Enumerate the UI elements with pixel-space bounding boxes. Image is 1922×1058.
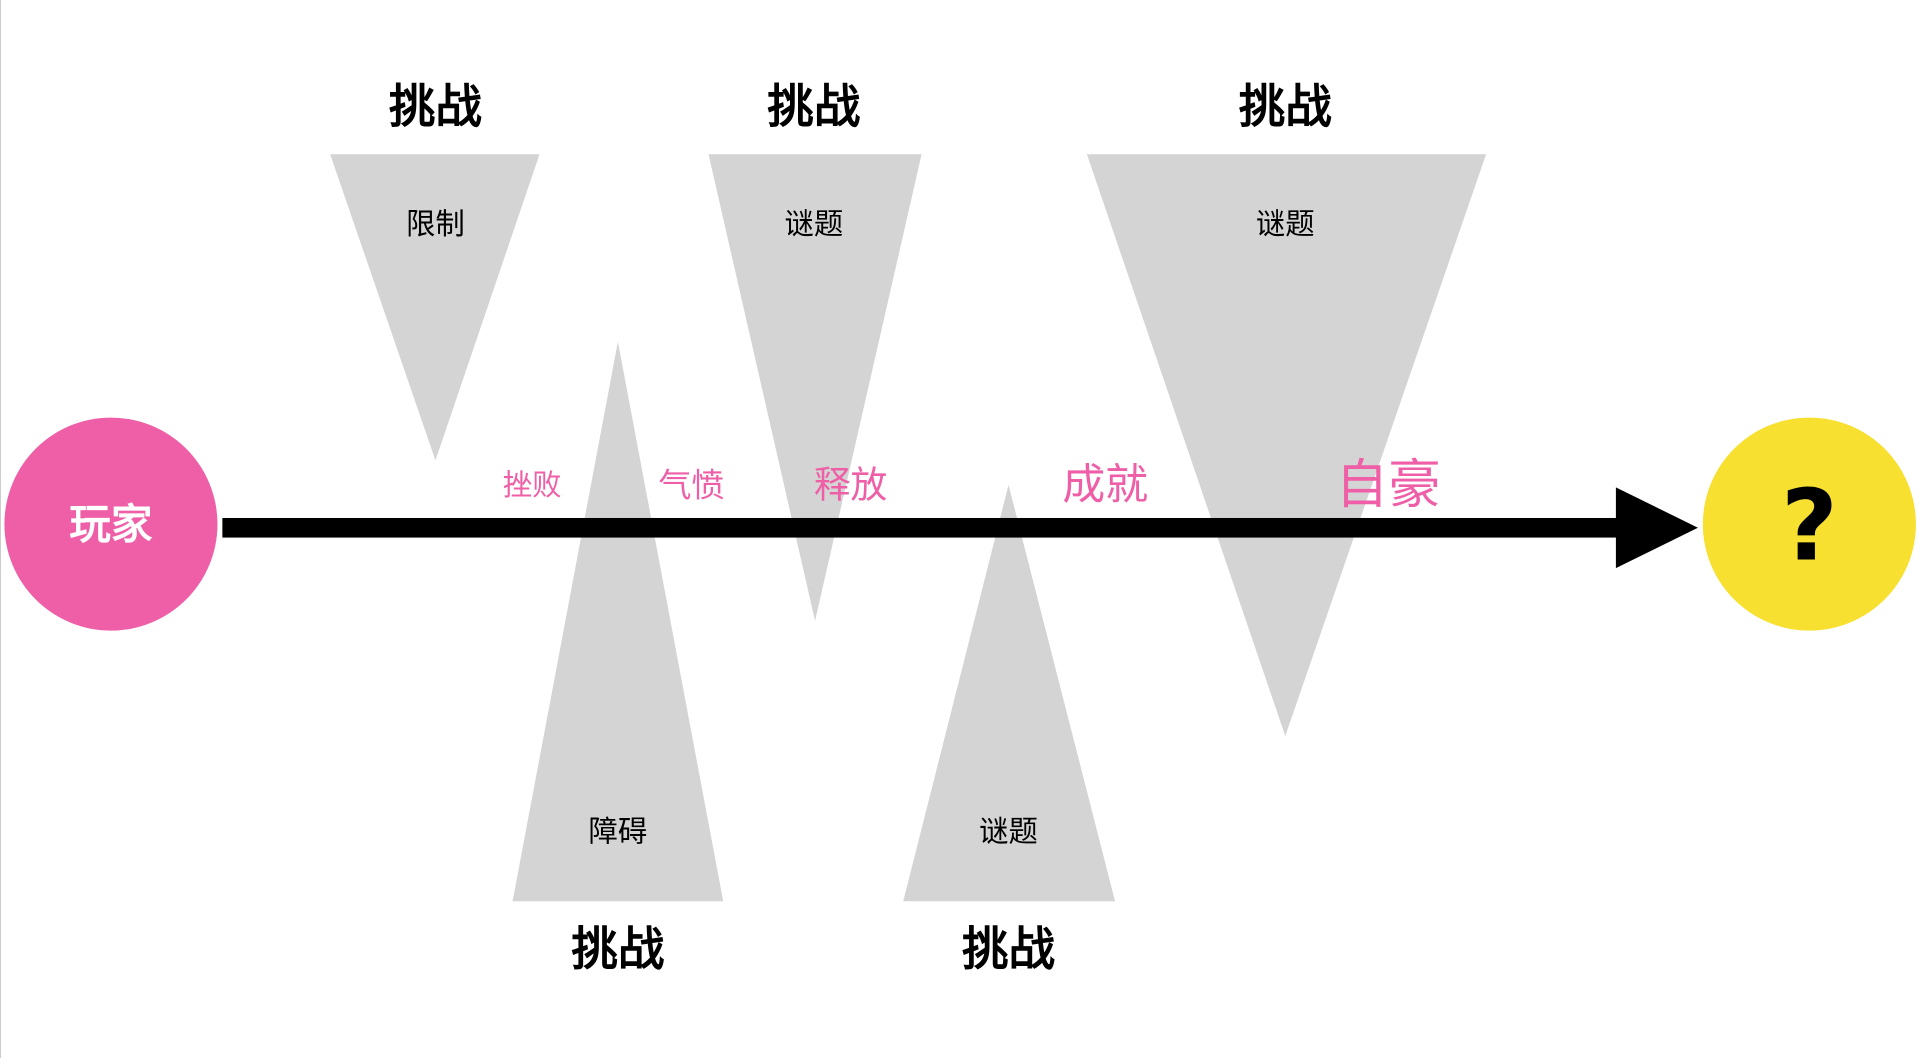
challenge-triangle-top-2	[708, 154, 922, 621]
challenge-type-top-1: 限制	[406, 207, 465, 241]
challenge-triangle-bottom-2	[903, 484, 1116, 902]
challenge-triangle-top-3	[1086, 154, 1487, 736]
emotion-label-2: 气愤	[658, 465, 724, 504]
player-circle	[4, 417, 218, 631]
goal-circle	[1702, 417, 1916, 631]
emotion-label-1: 挫败	[503, 468, 562, 502]
challenge-title-top-3: 挑战	[1239, 80, 1332, 134]
emotion-label-3: 释放	[814, 463, 887, 506]
emotion-label-5: 自豪	[1335, 454, 1440, 515]
challenge-triangle-bottom-1	[512, 341, 724, 902]
progress-arrow-line	[222, 517, 1625, 538]
challenge-type-top-2: 谜题	[784, 207, 843, 241]
challenge-title-top-2: 挑战	[767, 80, 860, 134]
challenge-triangle-top-1	[330, 154, 540, 461]
emotion-label-4: 成就	[1062, 460, 1148, 510]
challenge-title-bottom-1: 挑战	[571, 922, 664, 976]
player-label: 玩家	[69, 500, 153, 549]
goal-label: ?	[1781, 470, 1838, 584]
challenge-title-bottom-2: 挑战	[962, 922, 1055, 976]
challenge-type-bottom-2: 谜题	[979, 814, 1038, 848]
challenge-type-top-3: 谜题	[1256, 207, 1315, 241]
challenge-title-top-1: 挑战	[389, 80, 482, 134]
progress-arrow-head	[1615, 487, 1698, 569]
challenge-type-bottom-1: 障碍	[589, 814, 648, 848]
